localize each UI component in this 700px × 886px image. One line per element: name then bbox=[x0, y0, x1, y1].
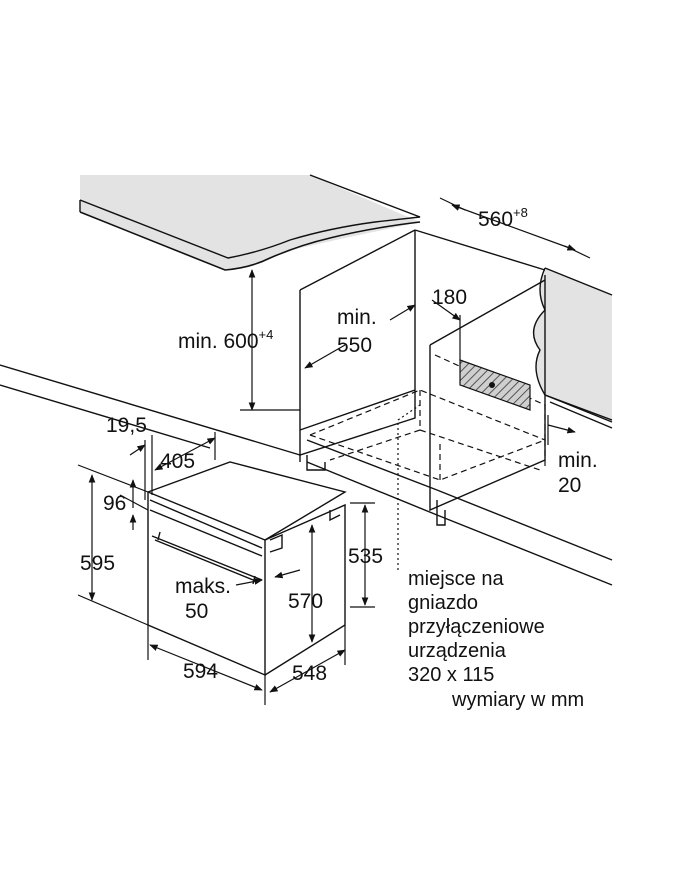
min-height-tolerance: +4 bbox=[258, 327, 274, 342]
label-width-cutout: 560+8 bbox=[478, 205, 528, 232]
oven-appliance bbox=[147, 461, 347, 677]
dimension-lines bbox=[77, 197, 591, 705]
countertop-left bbox=[79, 174, 421, 271]
socket-note-line5: 320 x 115 bbox=[408, 664, 495, 686]
label-min-gap-2: 20 bbox=[558, 474, 582, 497]
label-front-offset: 19,5 bbox=[106, 414, 147, 437]
socket-note-line3: przyłączeniowe bbox=[408, 616, 545, 638]
label-total-width: 594 bbox=[183, 660, 219, 683]
label-total-depth: 548 bbox=[292, 662, 328, 685]
cabinet-niche bbox=[0, 229, 613, 586]
label-max-1: maks. bbox=[175, 575, 232, 598]
socket-note-line1: miejsce na bbox=[408, 568, 504, 590]
label-min-depth-2: 550 bbox=[337, 334, 373, 357]
socket-note-line4: urządzenia bbox=[408, 640, 506, 662]
label-body-height: 535 bbox=[348, 545, 384, 568]
socket-area bbox=[459, 359, 531, 411]
units-label: wymiary w mm bbox=[452, 689, 585, 711]
width-cutout-tolerance: +8 bbox=[513, 205, 528, 220]
label-min-depth-1: min. bbox=[337, 306, 377, 329]
label-min-height: min. 600+4 bbox=[178, 327, 274, 354]
label-max-2: 50 bbox=[185, 600, 209, 623]
hidden-lines bbox=[309, 354, 546, 481]
width-cutout-value: 560 bbox=[478, 208, 514, 231]
label-min-gap-1: min. bbox=[558, 449, 598, 472]
label-total-height: 595 bbox=[80, 552, 116, 575]
label-control-depth: 405 bbox=[160, 450, 196, 473]
min-height-value: min. 600 bbox=[178, 330, 259, 353]
socket-note-line2: gniazdo bbox=[408, 592, 479, 614]
note-leader bbox=[397, 404, 421, 570]
label-panel-height: 96 bbox=[103, 492, 127, 515]
label-inner-height: 570 bbox=[288, 590, 324, 613]
label-socket-offset: 180 bbox=[432, 286, 468, 309]
